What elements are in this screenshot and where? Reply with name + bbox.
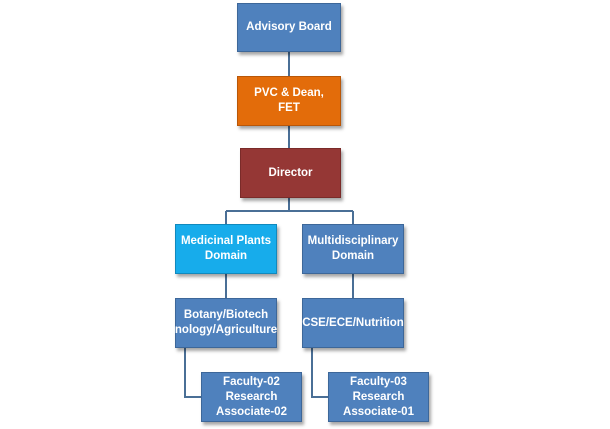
botany-biotech-agriculture-box: Botany/Biotech nology/Agriculture [175,298,277,348]
medicinal-plants-domain-box: Medicinal Plants Domain [175,224,277,274]
director-label: Director [268,166,313,179]
connector-botany-staff [184,348,201,398]
cse-ece-nutrition-label: CSE/ECE/Nutrition [302,316,404,329]
pvc-dean-box: PVC & Dean, FET [237,76,341,126]
medicinal-plants-domain-label: Medicinal Plants Domain [180,235,272,262]
left-staff-box: Faculty-02 Research Associate-02 [201,372,302,422]
right-staff-label: Faculty-03 Research Associate-01 [343,375,414,418]
multidisciplinary-domain-box: Multidisciplinary Domain [302,224,404,274]
advisory-board-label: Advisory Board [246,21,332,33]
connector-cse-staff [311,348,328,398]
botany-biotech-agriculture-label: Botany/Biotech nology/Agriculture [174,309,278,336]
multidisciplinary-domain-label: Multidisciplinary Domain [307,235,399,262]
advisory-board-box: Advisory Board [237,3,341,52]
left-staff-label: Faculty-02 Research Associate-02 [216,375,287,418]
director-box: Director [240,148,341,198]
right-staff-box: Faculty-03 Research Associate-01 [328,372,429,422]
cse-ece-nutrition-box: CSE/ECE/Nutrition [302,298,404,348]
pvc-dean-label: PVC & Dean, FET [254,87,324,114]
